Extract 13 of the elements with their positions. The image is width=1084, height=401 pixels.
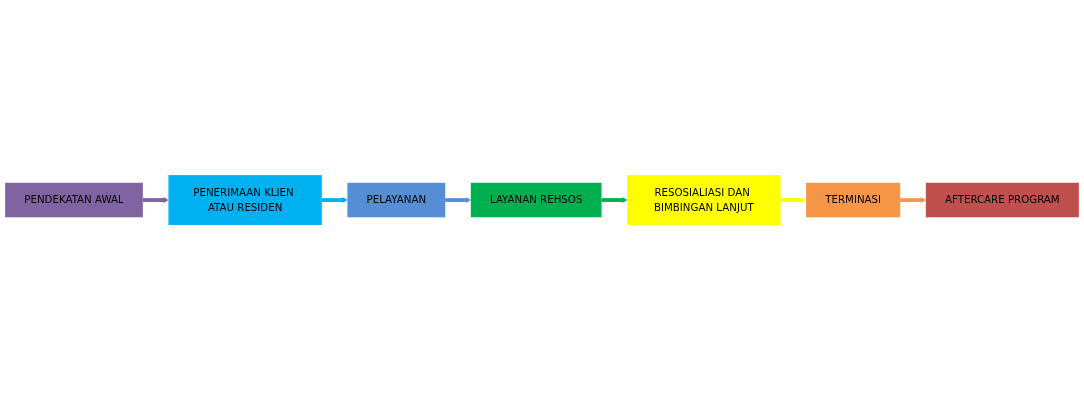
arrow (445, 197, 472, 204)
arrow (900, 197, 927, 204)
node-box: PENERIMAAN KLIEN ATAU RESIDEN (168, 175, 322, 226)
arrow (601, 197, 628, 204)
node-box: AFTERCARE PROGRAM (925, 183, 1079, 218)
node-box: LAYANAN REHSOS (470, 183, 602, 218)
arrow (142, 197, 169, 204)
node-box: PENDEKATAN AWAL (5, 183, 143, 218)
arrow (321, 197, 348, 204)
node-box: PELAYANAN (347, 183, 446, 218)
arrow (780, 197, 807, 204)
node-box: TERMINASI (806, 183, 901, 218)
node-box: RESOSIALIASI DAN BIMBINGAN LANJUT (627, 175, 781, 226)
